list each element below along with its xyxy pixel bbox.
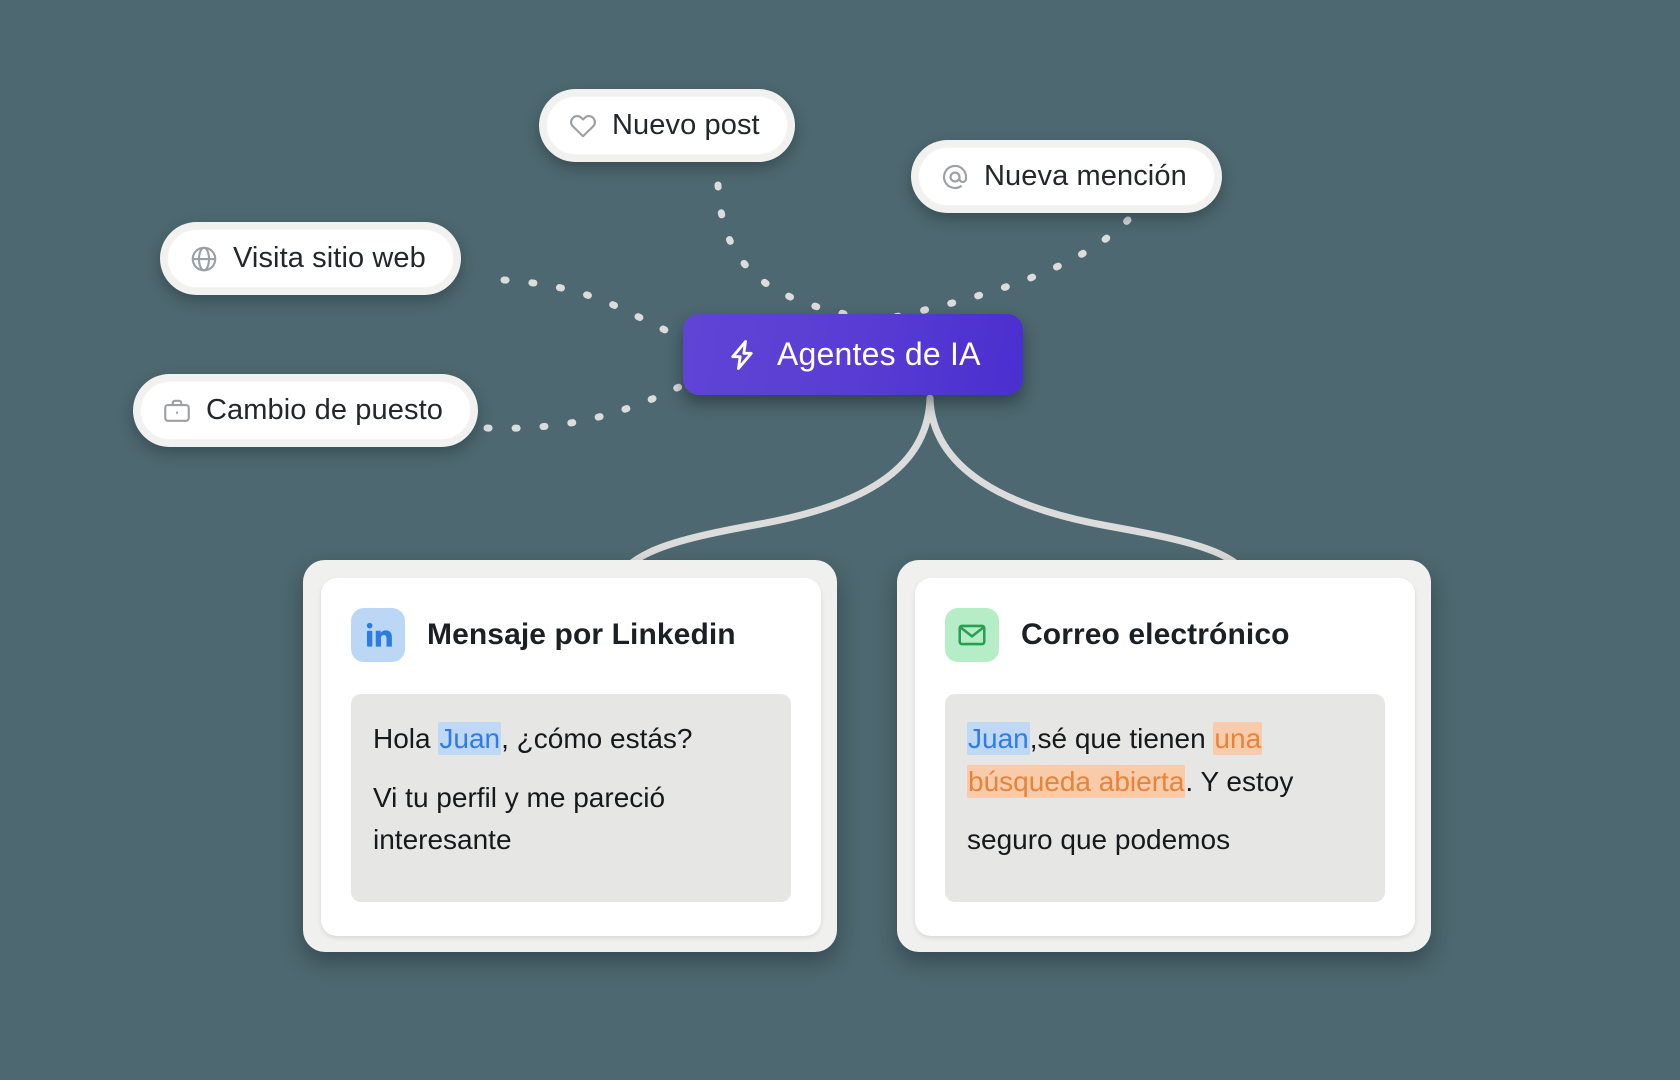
output-card-email[interactable]: Correo electrónico Juan,sé que tienen un… bbox=[897, 560, 1431, 952]
trigger-label: Nuevo post bbox=[612, 109, 760, 141]
trigger-label: Visita sitio web bbox=[233, 242, 426, 274]
envelope-icon bbox=[945, 608, 999, 662]
output-card-header: Mensaje por Linkedin bbox=[351, 608, 791, 662]
connector-mention bbox=[886, 216, 1132, 322]
trigger-pill-inner: Cambio de puesto bbox=[140, 381, 471, 440]
lightning-bolt-icon bbox=[725, 338, 759, 372]
message-line-1: Juan,sé que tienen una búsqueda abierta.… bbox=[967, 718, 1363, 803]
trigger-pill-inner: Visita sitio web bbox=[167, 229, 454, 288]
card-title: Mensaje por Linkedin bbox=[427, 618, 736, 651]
trigger-pill-new-post[interactable]: Nuevo post bbox=[539, 89, 795, 162]
trigger-pill-inner: Nuevo post bbox=[546, 96, 788, 155]
trigger-pill-inner: Nueva mención bbox=[918, 147, 1215, 206]
message-text-post: , ¿cómo estás? bbox=[501, 723, 693, 754]
message-text-pre: Hola bbox=[373, 723, 439, 754]
highlight-name: Juan bbox=[967, 722, 1030, 755]
at-sign-icon bbox=[940, 162, 970, 192]
message-bubble: Juan,sé que tienen una búsqueda abierta.… bbox=[945, 694, 1385, 902]
trigger-pill-web-visit[interactable]: Visita sitio web bbox=[160, 222, 461, 295]
connector-new-post bbox=[714, 181, 870, 322]
message-line-2: Vi tu perfil y me pareció interesante bbox=[373, 781, 666, 856]
agents-de-ia-button[interactable]: Agentes de IA bbox=[683, 314, 1023, 395]
output-card-linkedin[interactable]: Mensaje por Linkedin Hola Juan, ¿cómo es… bbox=[303, 560, 837, 952]
message-text-post: . Y estoy bbox=[1185, 765, 1294, 797]
output-card-body: Correo electrónico Juan,sé que tienen un… bbox=[915, 578, 1415, 936]
output-card-header: Correo electrónico bbox=[945, 608, 1385, 662]
trigger-label: Cambio de puesto bbox=[206, 394, 443, 426]
message-text-mid: ,sé que tienen bbox=[1029, 723, 1214, 754]
message-bubble: Hola Juan, ¿cómo estás? Vi tu perfil y m… bbox=[351, 694, 791, 902]
globe-icon bbox=[189, 244, 219, 274]
linkedin-icon bbox=[351, 608, 405, 662]
agent-node-label: Agentes de IA bbox=[777, 336, 981, 372]
card-title: Correo electrónico bbox=[1021, 618, 1290, 651]
highlight-name: Juan bbox=[438, 722, 502, 755]
heart-icon bbox=[568, 111, 598, 141]
briefcase-icon bbox=[162, 396, 192, 426]
trigger-pill-job-change[interactable]: Cambio de puesto bbox=[133, 374, 478, 447]
trigger-label: Nueva mención bbox=[984, 160, 1187, 192]
highlight-opportunity-b: búsqueda abierta bbox=[967, 764, 1186, 798]
trigger-pill-mention[interactable]: Nueva mención bbox=[911, 140, 1222, 213]
message-line-2: seguro que podemos bbox=[967, 824, 1231, 856]
highlight-opportunity-a: una bbox=[1213, 722, 1263, 755]
message-line-1: Hola Juan, ¿cómo estás? bbox=[373, 718, 769, 761]
output-card-body: Mensaje por Linkedin Hola Juan, ¿cómo es… bbox=[321, 578, 821, 936]
